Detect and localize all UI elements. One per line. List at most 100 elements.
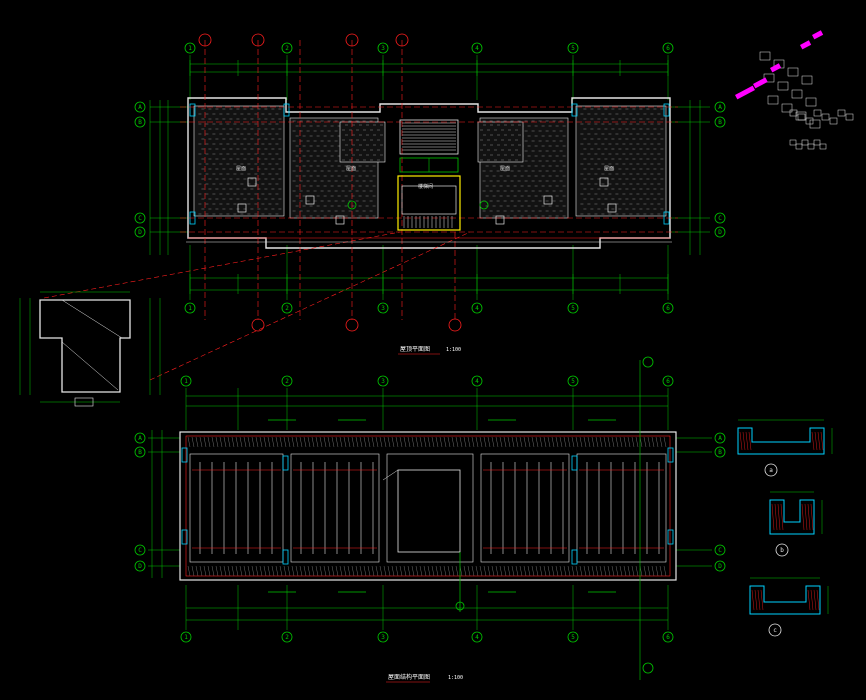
key-building-block	[805, 117, 814, 125]
axis-bubble-top-label: 3	[381, 45, 385, 52]
column-marker	[571, 549, 578, 565]
row-bubble-right-circle	[714, 101, 726, 113]
beam-hatch	[195, 565, 199, 577]
axis-bubble-top-label: 4	[475, 378, 479, 385]
axis-bubble-top-circle	[662, 42, 674, 54]
detail-hatch	[780, 503, 784, 531]
key-building-block	[789, 139, 797, 146]
beam-hatch	[603, 565, 607, 577]
axis-bubble-top-label: 6	[666, 378, 670, 385]
beam-hatch	[643, 565, 647, 577]
beam-hatch	[439, 565, 443, 577]
beam-hatch	[451, 436, 455, 448]
beam-hatch	[479, 436, 483, 448]
row-bubble-left-circle	[134, 212, 146, 224]
beam-hatch	[263, 436, 267, 448]
beam-hatch	[595, 436, 599, 448]
beam-hatch	[367, 565, 371, 577]
axis-bubble-bottom-label: 1	[188, 305, 192, 312]
beam-hatch	[407, 565, 411, 577]
beam-hatch	[611, 436, 615, 448]
beam-hatch	[251, 565, 255, 577]
beam-hatch	[559, 565, 563, 577]
roof-hatch-area	[193, 105, 285, 217]
beam-hatch	[187, 436, 191, 448]
beam-hatch	[531, 565, 535, 577]
beam-hatch	[223, 565, 227, 577]
roof-drain-symbol	[305, 195, 315, 205]
beam-hatch	[583, 565, 587, 577]
axis-bubble-bottom-circle	[471, 302, 483, 314]
beam-hatch	[335, 436, 339, 448]
beam-hatch	[439, 436, 443, 448]
beam-hatch	[659, 436, 663, 448]
axis-bubble-bottom-circle	[281, 631, 293, 643]
beam-hatch	[243, 565, 247, 577]
column-marker	[667, 447, 674, 463]
axis-bubble-bottom-circle	[662, 302, 674, 314]
parapet-corner	[571, 103, 578, 117]
key-highlight-block	[769, 63, 782, 73]
beam-hatch	[299, 436, 303, 448]
key-building-block	[763, 73, 775, 83]
axis-bubble-top-circle	[662, 375, 674, 387]
column-marker	[181, 447, 188, 463]
beam-hatch	[643, 436, 647, 448]
beam-hatch	[627, 565, 631, 577]
beam-hatch	[431, 436, 435, 448]
red-axis-bubble-bottom-circle	[251, 318, 265, 332]
detail-hatch	[774, 503, 778, 531]
beam-hatch	[271, 565, 275, 577]
axis-bubble-bottom-label: 6	[666, 634, 670, 641]
beam-hatch	[371, 436, 375, 448]
detail-hatch	[814, 431, 818, 451]
column-marker	[571, 455, 578, 471]
row-bubble-right-label: B	[718, 449, 722, 456]
beam-hatch	[499, 565, 503, 577]
beam-hatch	[407, 436, 411, 448]
detail-hatch	[742, 431, 746, 451]
axis-bubble-top-label: 5	[571, 45, 575, 52]
key-building-block	[787, 67, 799, 77]
beam-hatch	[615, 436, 619, 448]
axis-bubble-bottom-circle	[281, 302, 293, 314]
detail-label-2-label: b	[780, 547, 784, 554]
parapet-corner	[663, 103, 670, 117]
beam-hatch	[555, 565, 559, 577]
axis-bubble-top-circle	[471, 375, 483, 387]
row-bubble-right-label: D	[718, 563, 722, 570]
beam-hatch	[207, 565, 211, 577]
beam-hatch	[515, 436, 519, 448]
beam-hatch	[579, 565, 583, 577]
column-marker	[181, 529, 188, 545]
beam-hatch	[523, 436, 527, 448]
beam-hatch	[299, 565, 303, 577]
key-building-block	[813, 109, 822, 117]
section-detail-left	[19, 291, 161, 407]
detail-label-3-label: c	[773, 627, 777, 634]
beam-hatch	[427, 436, 431, 448]
axis-bubble-top-label: 1	[184, 378, 188, 385]
room-label: 楼梯间	[418, 183, 433, 190]
key-building-block	[789, 109, 798, 117]
beam-hatch	[239, 436, 243, 448]
row-bubble-right-circle	[714, 116, 726, 128]
row-bubble-left-circle	[134, 116, 146, 128]
detail-diag	[61, 299, 123, 339]
beam-hatch	[323, 436, 327, 448]
beam-hatch	[527, 436, 531, 448]
beam-hatch	[447, 436, 451, 448]
key-building-block	[801, 75, 813, 85]
beam-hatch	[623, 436, 627, 448]
red-axis-bubble-top-circle	[251, 33, 265, 47]
axis-bubble-top-circle	[377, 375, 389, 387]
roof-drain-symbol	[495, 215, 505, 225]
axis-bubble-bottom-label: 2	[285, 305, 289, 312]
stair-opening	[397, 469, 461, 553]
beam-hatch	[587, 565, 591, 577]
beam-hatch	[279, 436, 283, 448]
row-bubble-left-label: D	[138, 229, 142, 236]
bay-frame	[386, 453, 474, 563]
